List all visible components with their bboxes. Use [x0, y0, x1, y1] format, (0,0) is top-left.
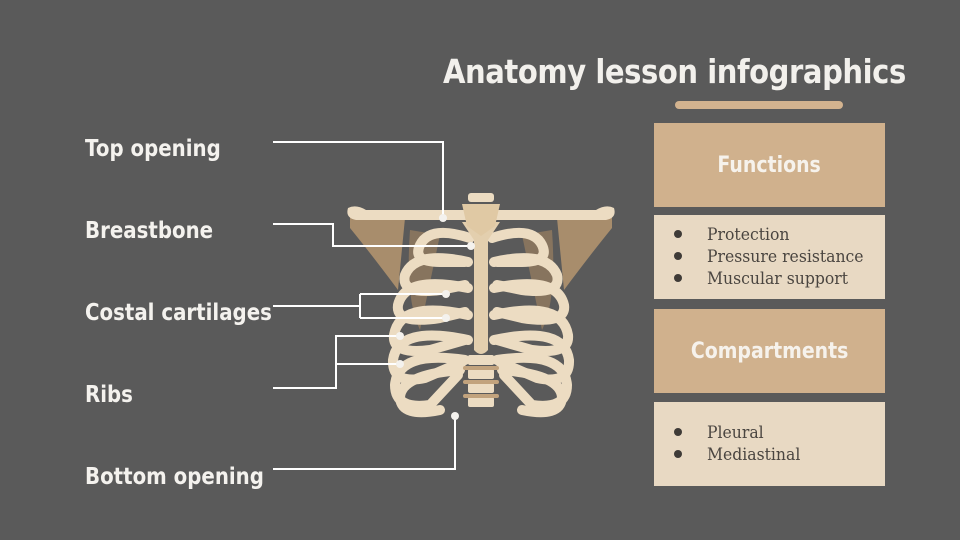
compartments-header: Compartments: [654, 309, 885, 393]
bullet-icon: [674, 449, 682, 458]
functions-list: Protection Pressure resistance Muscular …: [654, 215, 885, 299]
bullet-icon: [674, 427, 682, 436]
label-ribs: Ribs: [85, 382, 133, 408]
list-item: Protection: [674, 224, 885, 246]
compartments-list: Pleural Mediastinal: [654, 402, 885, 486]
label-breastbone: Breastbone: [85, 218, 214, 244]
bullet-icon: [674, 229, 682, 238]
title-underline: [675, 101, 843, 109]
bullet-icon: [674, 273, 682, 282]
list-item: Pleural: [674, 422, 885, 444]
list-item: Muscular support: [674, 268, 885, 290]
list-item: Pressure resistance: [674, 246, 885, 268]
page-title: Anatomy lesson infographics: [443, 52, 906, 91]
functions-header: Functions: [654, 123, 885, 207]
functions-heading: Functions: [717, 152, 822, 178]
bullet-icon: [674, 251, 682, 260]
label-bottom-opening: Bottom opening: [85, 464, 264, 490]
label-top-opening: Top opening: [85, 136, 221, 162]
list-item: Mediastinal: [674, 444, 885, 466]
label-costal-cartilages: Costal cartilages: [85, 300, 272, 326]
compartments-heading: Compartments: [690, 338, 849, 364]
